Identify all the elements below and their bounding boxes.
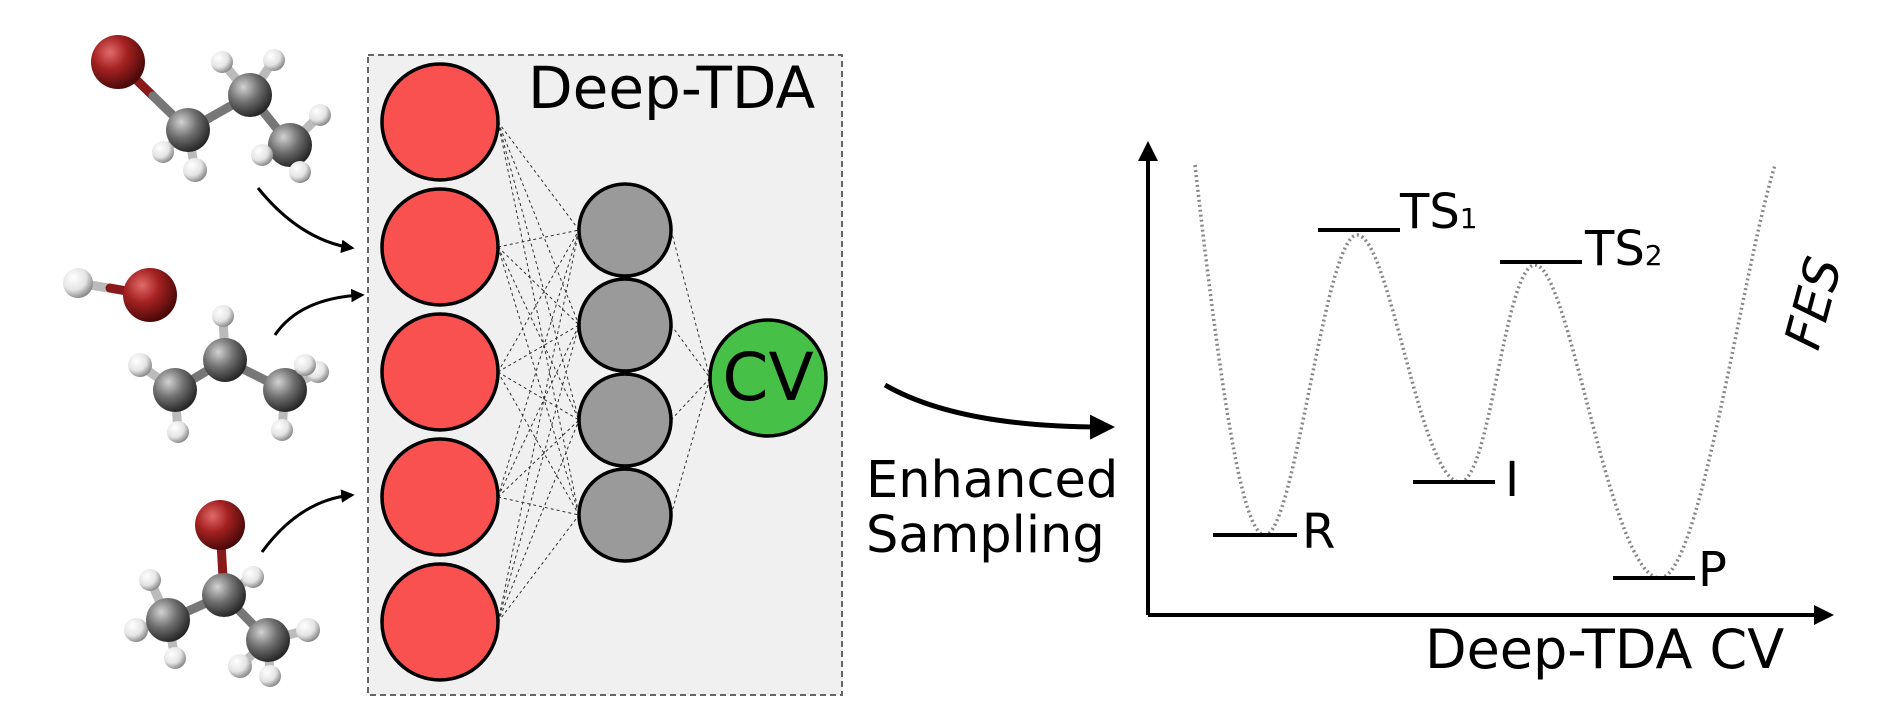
- network-title: Deep-TDA: [528, 54, 816, 122]
- hydrogen-atom: [296, 618, 320, 642]
- output-node: [708, 318, 828, 438]
- input-node: [380, 187, 500, 307]
- carbon-atom: [263, 368, 307, 412]
- input-node: [380, 62, 500, 182]
- carbon-atom: [153, 368, 197, 412]
- network-connection: [497, 246, 580, 421]
- network-connection: [670, 324, 711, 379]
- network-connection: [670, 229, 711, 379]
- carbon-atom: [146, 598, 190, 642]
- network-connection: [497, 324, 580, 373]
- arrow-label-line2: Sampling: [866, 506, 1105, 565]
- hydrogen-atom: [289, 161, 311, 183]
- hidden-node: [577, 467, 673, 563]
- hidden-node: [577, 182, 673, 278]
- hydrogen-atom: [63, 268, 93, 298]
- bromine-atom: [195, 500, 245, 550]
- hydrogen-atom: [211, 51, 233, 73]
- network-nodes: [380, 62, 828, 682]
- carbon-atom: [166, 108, 210, 152]
- output-node-label: CV: [722, 339, 813, 416]
- state-label-i: I: [1505, 452, 1519, 508]
- hydrogen-atom: [228, 654, 252, 678]
- network-connection: [497, 419, 580, 498]
- carbon-atom: [246, 618, 290, 662]
- state-label-r: R: [1302, 504, 1335, 560]
- hidden-node: [577, 372, 673, 468]
- hydrogen-atom: [152, 141, 174, 163]
- network-connection: [497, 229, 580, 498]
- bromine-atom: [91, 35, 145, 89]
- state-label-ts2: TS2: [1584, 221, 1663, 277]
- network-connection: [497, 229, 580, 248]
- hydrogen-atom: [242, 566, 264, 588]
- network-connection: [497, 419, 580, 623]
- fes-plot: R TS1 I TS2 P FES Deep-TDA CV: [1138, 141, 1854, 681]
- fes-curve: [1193, 164, 1777, 580]
- hydrogen-atom: [128, 353, 152, 377]
- hydrogen-atom: [263, 49, 285, 71]
- network-connection: [497, 121, 580, 326]
- hidden-node: [577, 277, 673, 373]
- hydrogen-atom: [124, 618, 148, 642]
- hydrogen-atom: [183, 158, 207, 182]
- hydrogen-atom: [309, 104, 331, 126]
- network-connection: [497, 121, 580, 516]
- input-arrows: [256, 187, 365, 553]
- input-node: [380, 312, 500, 432]
- network-connection: [497, 121, 580, 231]
- hydrogen-atom: [251, 144, 273, 166]
- state-label-ts1: TS1: [1399, 184, 1478, 240]
- x-axis-label: Deep-TDA CV: [1425, 618, 1784, 681]
- hydrogen-atom: [139, 569, 161, 591]
- enhanced-sampling-arrow: [883, 382, 1115, 440]
- hydrogen-atom: [212, 305, 234, 327]
- network-connection: [497, 229, 580, 623]
- bromine-atom: [123, 268, 177, 322]
- state-label-p: P: [1698, 542, 1727, 598]
- network-connection: [497, 246, 580, 326]
- arrow-label-line1: Enhanced: [866, 451, 1118, 510]
- network-connection: [497, 514, 580, 623]
- hydrogen-atom: [259, 665, 281, 687]
- network-connection: [497, 496, 580, 516]
- molecule-1: [91, 35, 331, 183]
- network-connection: [497, 246, 580, 516]
- carbon-atom: [202, 573, 246, 617]
- network-connections: [497, 121, 711, 623]
- input-arrow: [273, 288, 365, 336]
- molecule-2: [63, 268, 329, 443]
- network-connection: [497, 324, 580, 498]
- molecule-3: [124, 500, 320, 687]
- input-arrow: [256, 187, 355, 254]
- fes-curve-label: FES: [1774, 251, 1854, 355]
- hydrogen-atom: [164, 647, 186, 669]
- hydrogen-atom: [294, 354, 316, 376]
- input-node: [380, 562, 500, 682]
- input-node: [380, 437, 500, 557]
- hydrogen-atom: [167, 421, 189, 443]
- carbon-atom: [203, 338, 247, 382]
- carbon-atom: [228, 73, 272, 117]
- input-arrow: [260, 489, 355, 553]
- network-connection: [497, 371, 580, 421]
- hydrogen-atom: [271, 419, 293, 441]
- carbon-atom: [268, 123, 312, 167]
